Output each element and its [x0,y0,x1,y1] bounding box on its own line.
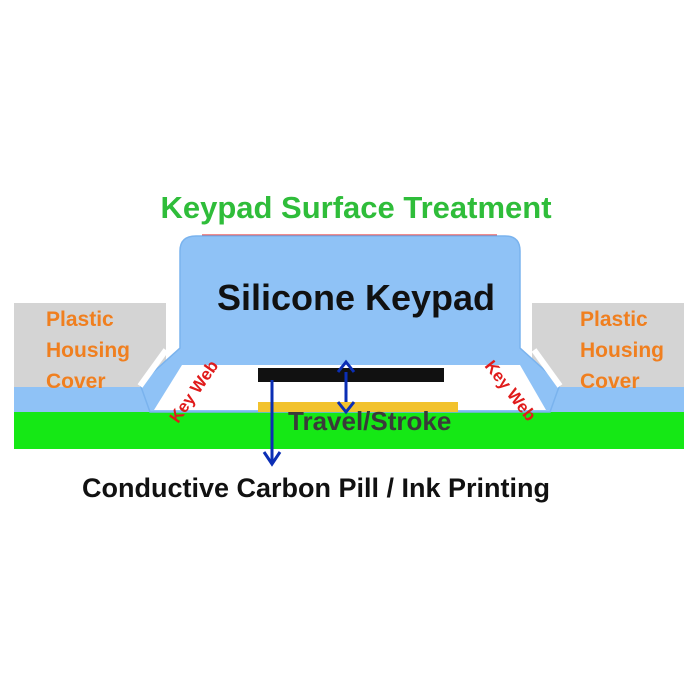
carbon-pill [258,368,444,382]
right-housing-line-2: Housing [580,339,664,362]
keypad-label: Silicone Keypad [217,277,495,318]
conductive-pill-label: Conductive Carbon Pill / Ink Printing [82,473,550,503]
travel-arrow-head-up [336,359,356,373]
right-housing-gap [531,348,563,388]
travel-stroke-label: Travel/Stroke [288,406,451,436]
left-housing-cover [14,303,166,391]
keypad-cavity [154,365,546,410]
right-housing-line-1: Plastic [580,308,648,331]
right-housing-cover [532,303,684,391]
left-housing-gap [137,348,169,388]
pcb-contact-pad [258,402,458,412]
diagram-title: Keypad Surface Treatment [160,190,551,225]
travel-arrow-head-down [336,401,356,415]
left-housing-line-1: Plastic [46,308,114,331]
left-housing-line-2: Housing [46,339,130,362]
right-housing-line-3: Cover [580,370,640,393]
pcb-board [14,412,684,449]
pill-pointer-arrow-head [262,451,282,467]
left-housing-line-3: Cover [46,370,106,393]
